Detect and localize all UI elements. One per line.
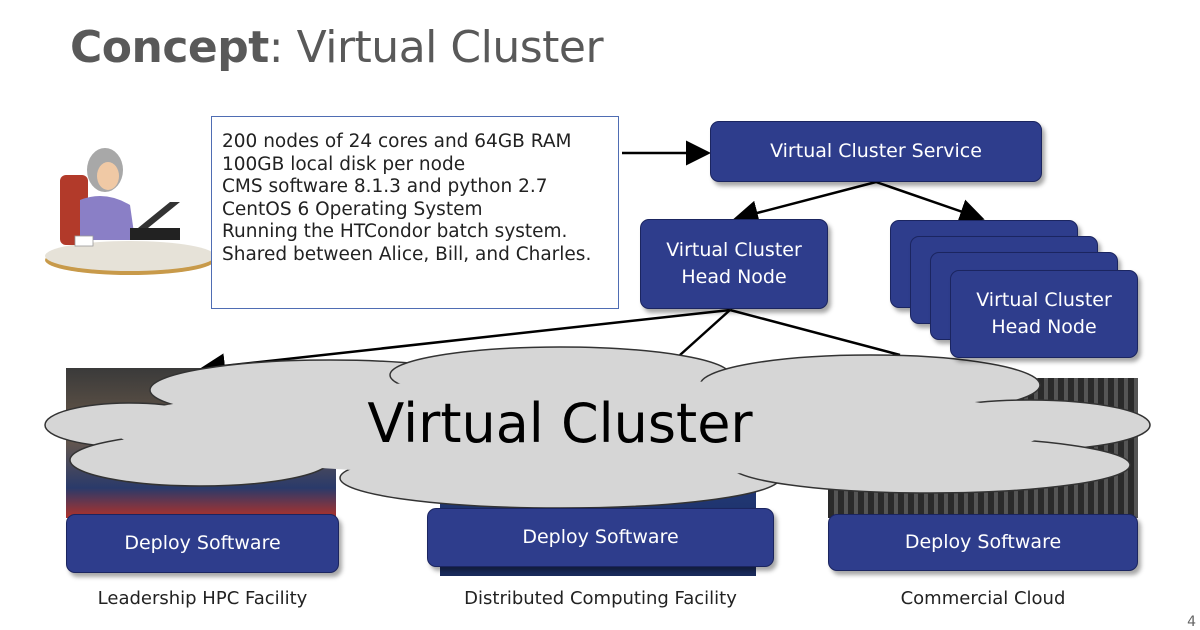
- deploy-software-cloud: Deploy Software: [828, 514, 1138, 571]
- slide-title: Concept: Virtual Cluster: [70, 22, 604, 73]
- deploy-software-hpc: Deploy Software: [66, 514, 339, 573]
- stack-line1: Virtual Cluster: [976, 289, 1112, 311]
- requirement-line: CentOS 6 Operating System: [222, 198, 483, 220]
- head-node-line1: Virtual Cluster: [666, 239, 802, 261]
- service-to-head-arrow: [733, 180, 877, 226]
- title-bold: Concept: [70, 22, 269, 73]
- deploy-label: Deploy Software: [124, 532, 281, 554]
- distributed-facility-label: Distributed Computing Facility: [464, 588, 737, 609]
- deploy-software-distributed: Deploy Software: [427, 508, 774, 567]
- service-to-stack-arrow: [875, 180, 985, 224]
- stack-line2: Head Node: [991, 316, 1097, 338]
- commercial-cloud-label: Commercial Cloud: [900, 588, 1066, 609]
- requirement-line: Running the HTCondor batch system.: [222, 221, 568, 243]
- deploy-label: Deploy Software: [522, 526, 679, 548]
- head-to-hpc-arrow: [200, 308, 731, 379]
- page-number: 4: [1187, 614, 1196, 630]
- head-to-cloud-line: [729, 308, 901, 357]
- head-node-line2: Head Node: [681, 266, 787, 288]
- requirement-line: 100GB local disk per node: [222, 153, 466, 175]
- service-label: Virtual Cluster Service: [770, 140, 982, 162]
- requirement-line: CMS software 8.1.3 and python 2.7: [222, 176, 548, 198]
- head-node-stack-front: Virtual Cluster Head Node: [950, 270, 1138, 358]
- requirement-line: Shared between Alice, Bill, and Charles.: [222, 243, 592, 265]
- cloud-label: Virtual Cluster: [367, 392, 753, 455]
- hpc-facility-label: Leadership HPC Facility: [97, 588, 308, 609]
- head-to-distributed-line: [679, 309, 731, 356]
- head-node-box: Virtual Cluster Head Node: [640, 219, 828, 309]
- requirement-line: 200 nodes of 24 cores and 64GB RAM: [222, 131, 572, 152]
- virtual-cluster-service-box: Virtual Cluster Service: [710, 121, 1042, 182]
- deploy-label: Deploy Software: [904, 531, 1062, 553]
- cluster-requirements-box: 200 nodes of 24 cores and 64GB RAM 100GB…: [211, 116, 619, 309]
- user-at-laptop-icon: [45, 148, 215, 275]
- title-rest: : Virtual Cluster: [268, 22, 604, 73]
- virtual-cluster-cloud: [44, 346, 1151, 509]
